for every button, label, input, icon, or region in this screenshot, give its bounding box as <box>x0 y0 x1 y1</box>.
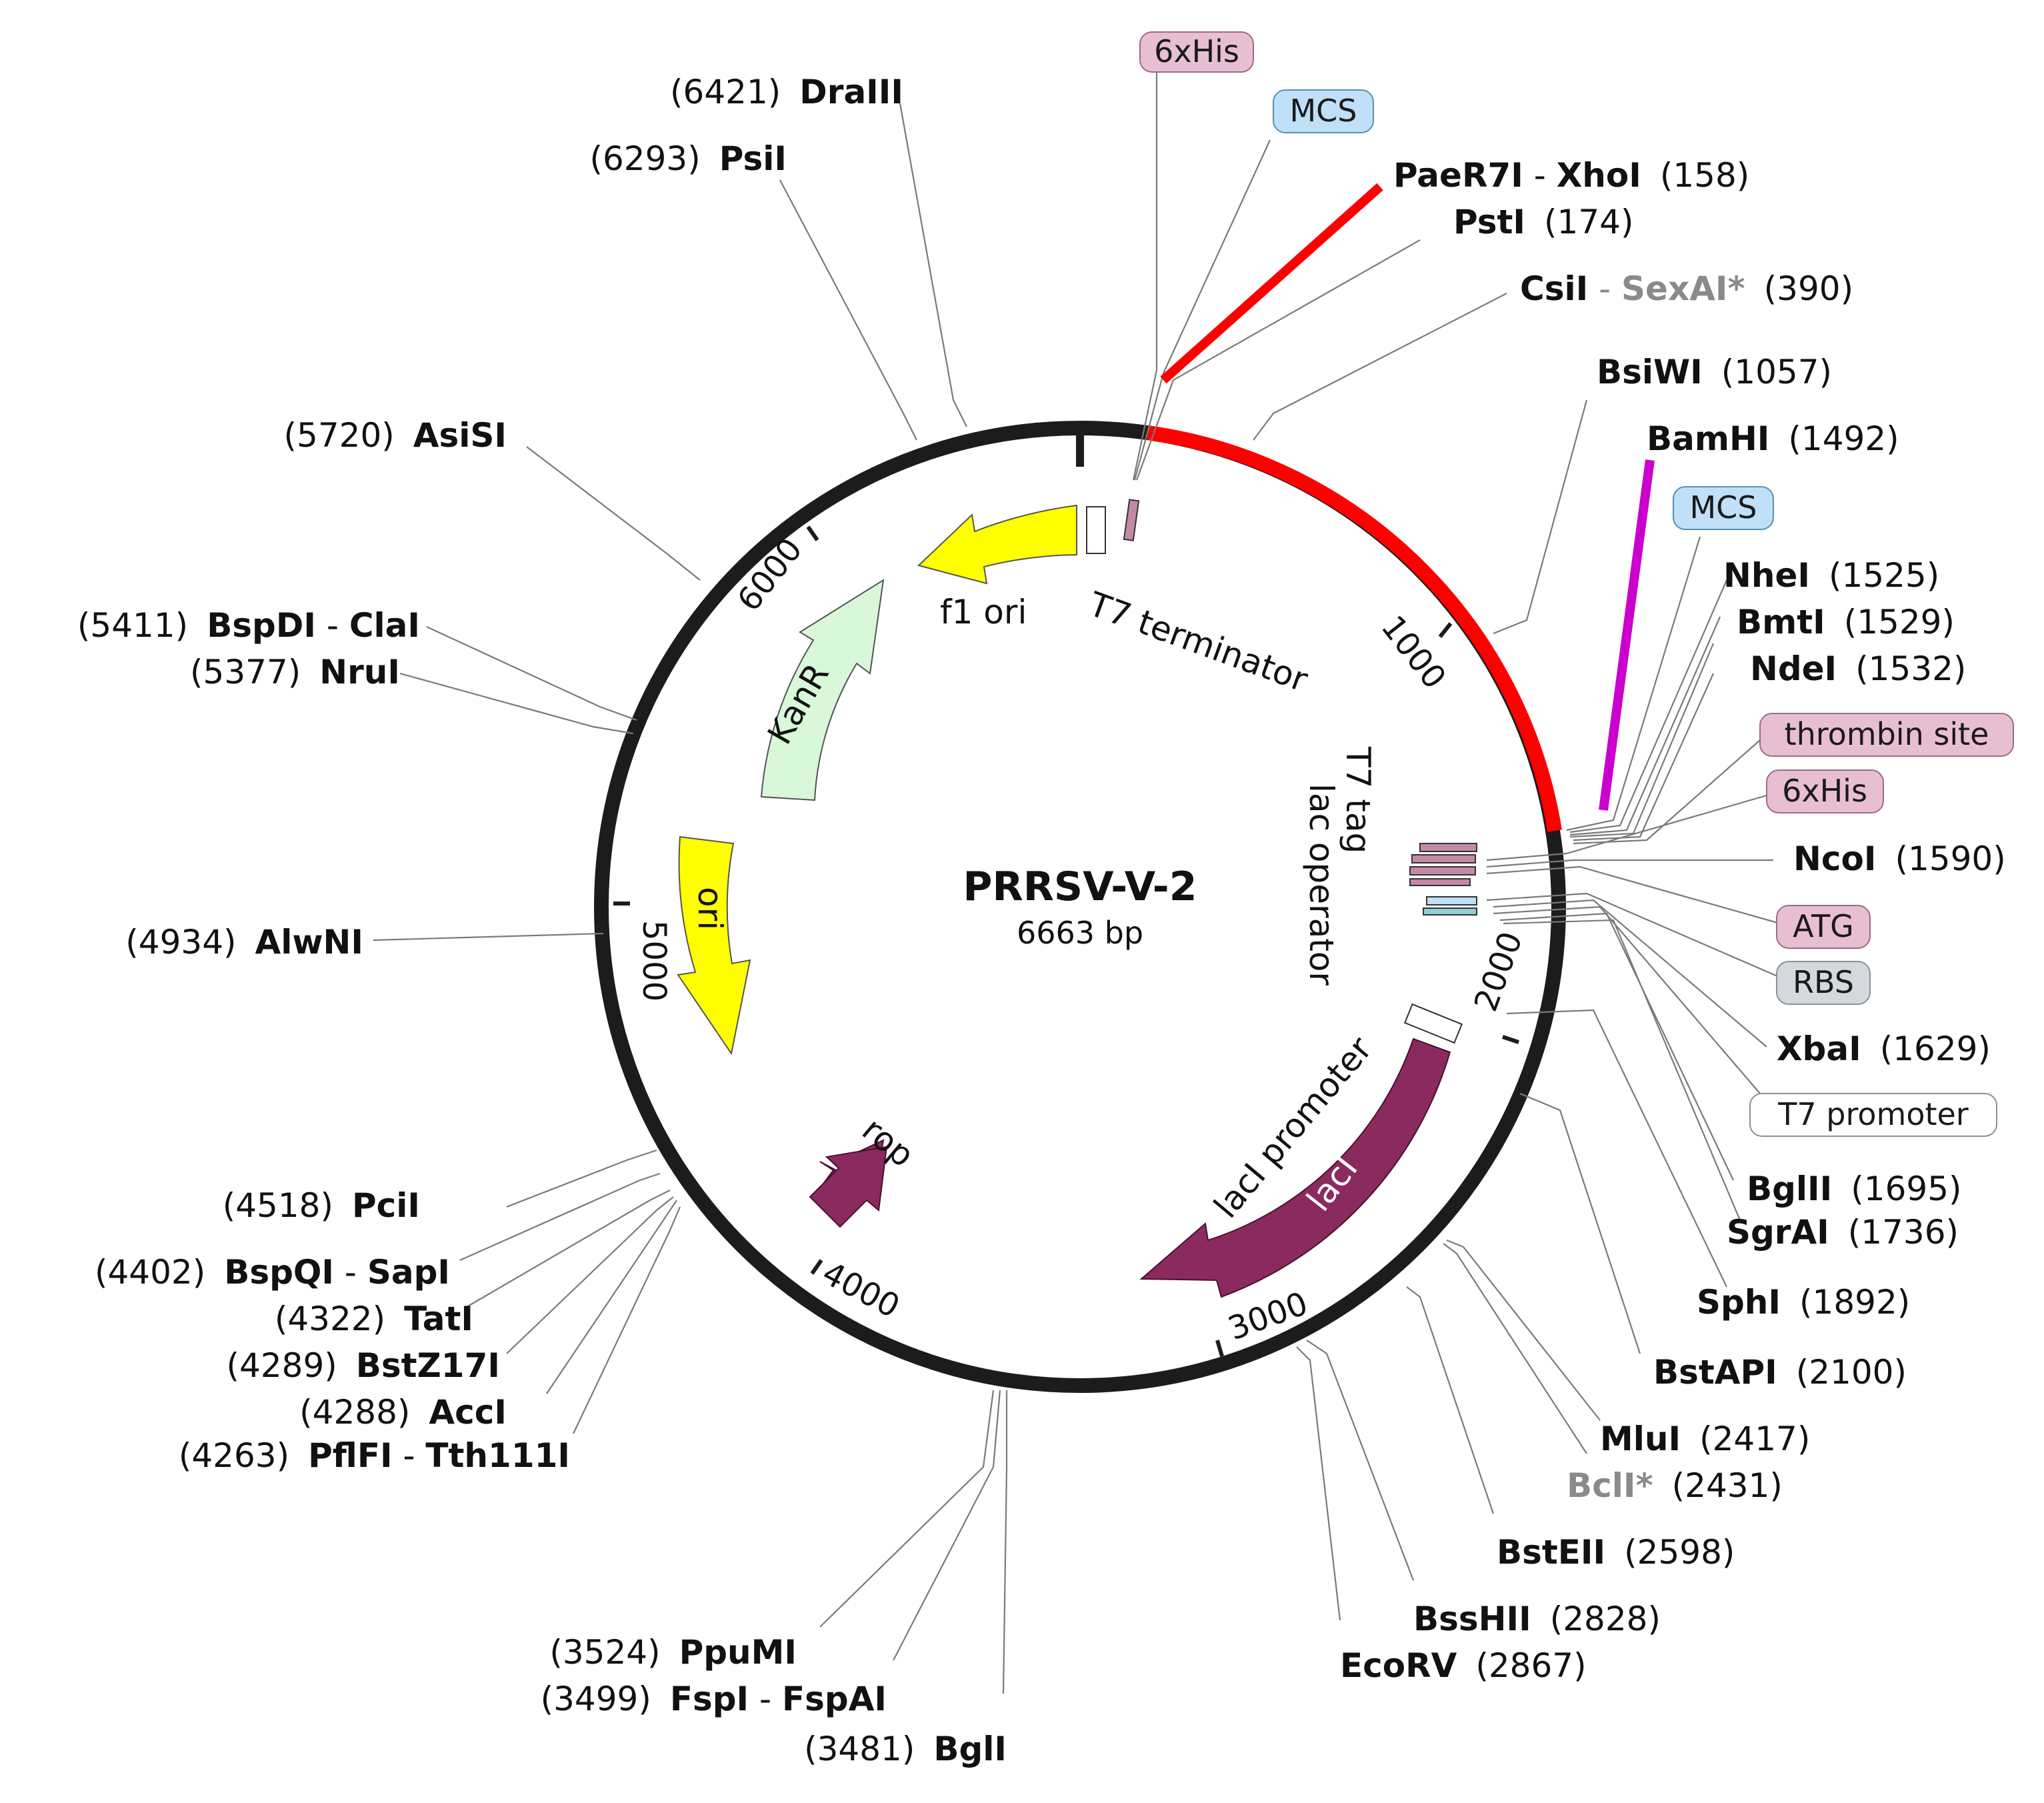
tick-label-1000: 1000 <box>1374 609 1453 696</box>
pill-thrombin-text: thrombin site <box>1785 716 1989 752</box>
pill-thrombin: thrombin site <box>1759 713 2014 757</box>
site-sphi: SphI(1892) <box>1697 1283 1910 1322</box>
site-nhei: NheI(1525) <box>1723 556 1939 595</box>
site-bsiwi: BsiWI(1057) <box>1597 353 1832 391</box>
xhoi-highlight <box>1160 183 1383 384</box>
tick-label-5000: 5000 <box>635 920 673 1002</box>
pill-mcs-top-text: MCS <box>1289 93 1357 129</box>
pill-mcs-right: MCS <box>1673 486 1774 530</box>
ori-label: ori <box>691 887 729 930</box>
pill-t7-promoter: T7 promoter <box>1749 1093 1997 1137</box>
site-bcli: BclI*(2431) <box>1567 1466 1783 1505</box>
site-sgrai: SgrAI(1736) <box>1727 1213 1959 1252</box>
pill-6xhis-top: 6xHis <box>1139 31 1254 73</box>
t7-tag-label: T7 tag <box>1339 746 1377 853</box>
pill-6xhis-top-text: 6xHis <box>1154 33 1239 69</box>
site-bsshii: BssHII(2828) <box>1413 1600 1661 1638</box>
pill-mcs-right-text: MCS <box>1689 489 1757 525</box>
bamhi-highlight <box>1599 459 1655 811</box>
site-ecorv: EcoRV(2867) <box>1340 1646 1587 1685</box>
kanr-arrow <box>760 579 885 801</box>
pill-atg: ATG <box>1776 905 1871 949</box>
t7-terminator-label: T7 terminator <box>1083 584 1313 699</box>
laci-arrow <box>1139 1038 1451 1298</box>
site-bspdi-clai: (5411)BspDI - ClaI <box>77 606 420 645</box>
plasmid-length: 6663 bp <box>1017 915 1143 951</box>
site-paer7i-xhoi: PaeR7I - XhoI(158) <box>1393 156 1749 195</box>
site-bamhi: BamHI(1492) <box>1647 419 1899 458</box>
site-alwni: (4934)AlwNI <box>125 923 363 962</box>
plasmid-name: PRRSV-V-2 <box>963 863 1197 910</box>
site-asisi: (5720)AsiSI <box>284 416 507 455</box>
f1-ori-arrow <box>917 504 1077 585</box>
site-fspi-fspai: (3499)FspI - FspAI <box>541 1680 887 1718</box>
site-psti: PstI(174) <box>1453 203 1634 241</box>
origin-box <box>1086 506 1106 554</box>
site-bstapi: BstAPI(2100) <box>1653 1353 1907 1392</box>
pill-6xhis-right: 6xHis <box>1766 769 1884 813</box>
leader-lines <box>373 60 1787 1694</box>
site-bglii: BglII(1695) <box>1747 1170 1962 1208</box>
site-bsteii: BstEII(2598) <box>1497 1533 1735 1572</box>
tag-cluster <box>1409 843 1477 916</box>
site-csii-sexai: CsiI - SexAI*(390) <box>1520 269 1853 308</box>
ori-arrow <box>677 835 751 1056</box>
pill-atg-text: ATG <box>1793 908 1854 944</box>
site-pflfi-tth111i: (4263)PflFI - Tth111I <box>179 1436 570 1475</box>
tick-label-2000: 2000 <box>1467 927 1530 1016</box>
tick-5000: 5000 <box>613 902 673 1002</box>
site-bmti: BmtI(1529) <box>1737 603 1955 641</box>
pill-mcs-top: MCS <box>1273 89 1374 133</box>
tick-1000: 1000 <box>1374 609 1453 696</box>
site-ppumi: (3524)PpuMI <box>549 1633 797 1672</box>
pill-rbs-text: RBS <box>1793 964 1854 1000</box>
site-pcii: (4518)PciI <box>223 1186 420 1225</box>
pill-6xhis-right-text: 6xHis <box>1782 773 1867 809</box>
site-nrui: (5377)NruI <box>190 653 400 691</box>
site-xbai: XbaI(1629) <box>1777 1030 1991 1068</box>
rop-arrow-body <box>809 1146 888 1228</box>
site-bgli: (3481)BglI <box>804 1730 1007 1768</box>
t7-terminator-box <box>1123 499 1140 541</box>
lac-operator-label: lac operator <box>1302 783 1341 986</box>
site-psii: (6293)PsiI <box>589 139 787 178</box>
site-tati: (4322)TatI <box>275 1300 473 1338</box>
site-ncoi: NcoI(1590) <box>1793 839 2006 878</box>
site-bspqi-sapi: (4402)BspQI - SapI <box>95 1253 450 1292</box>
site-mlui: MluI(2417) <box>1600 1420 1810 1458</box>
site-acci: (4288)AccI <box>299 1393 507 1432</box>
pill-rbs: RBS <box>1776 961 1871 1005</box>
pill-t7-promoter-text: T7 promoter <box>1777 1096 1969 1132</box>
tick-2000: 2000 <box>1467 927 1530 1044</box>
site-draiii: (6421)DraIII <box>670 73 903 111</box>
site-ndei: NdeI(1532) <box>1750 649 1966 688</box>
laci-promoter-box <box>1403 1003 1463 1044</box>
f1-ori-label: f1 ori <box>940 593 1027 631</box>
site-bstz17i: (4289)BstZ17I <box>227 1346 500 1385</box>
insert-arc <box>1147 425 1562 832</box>
